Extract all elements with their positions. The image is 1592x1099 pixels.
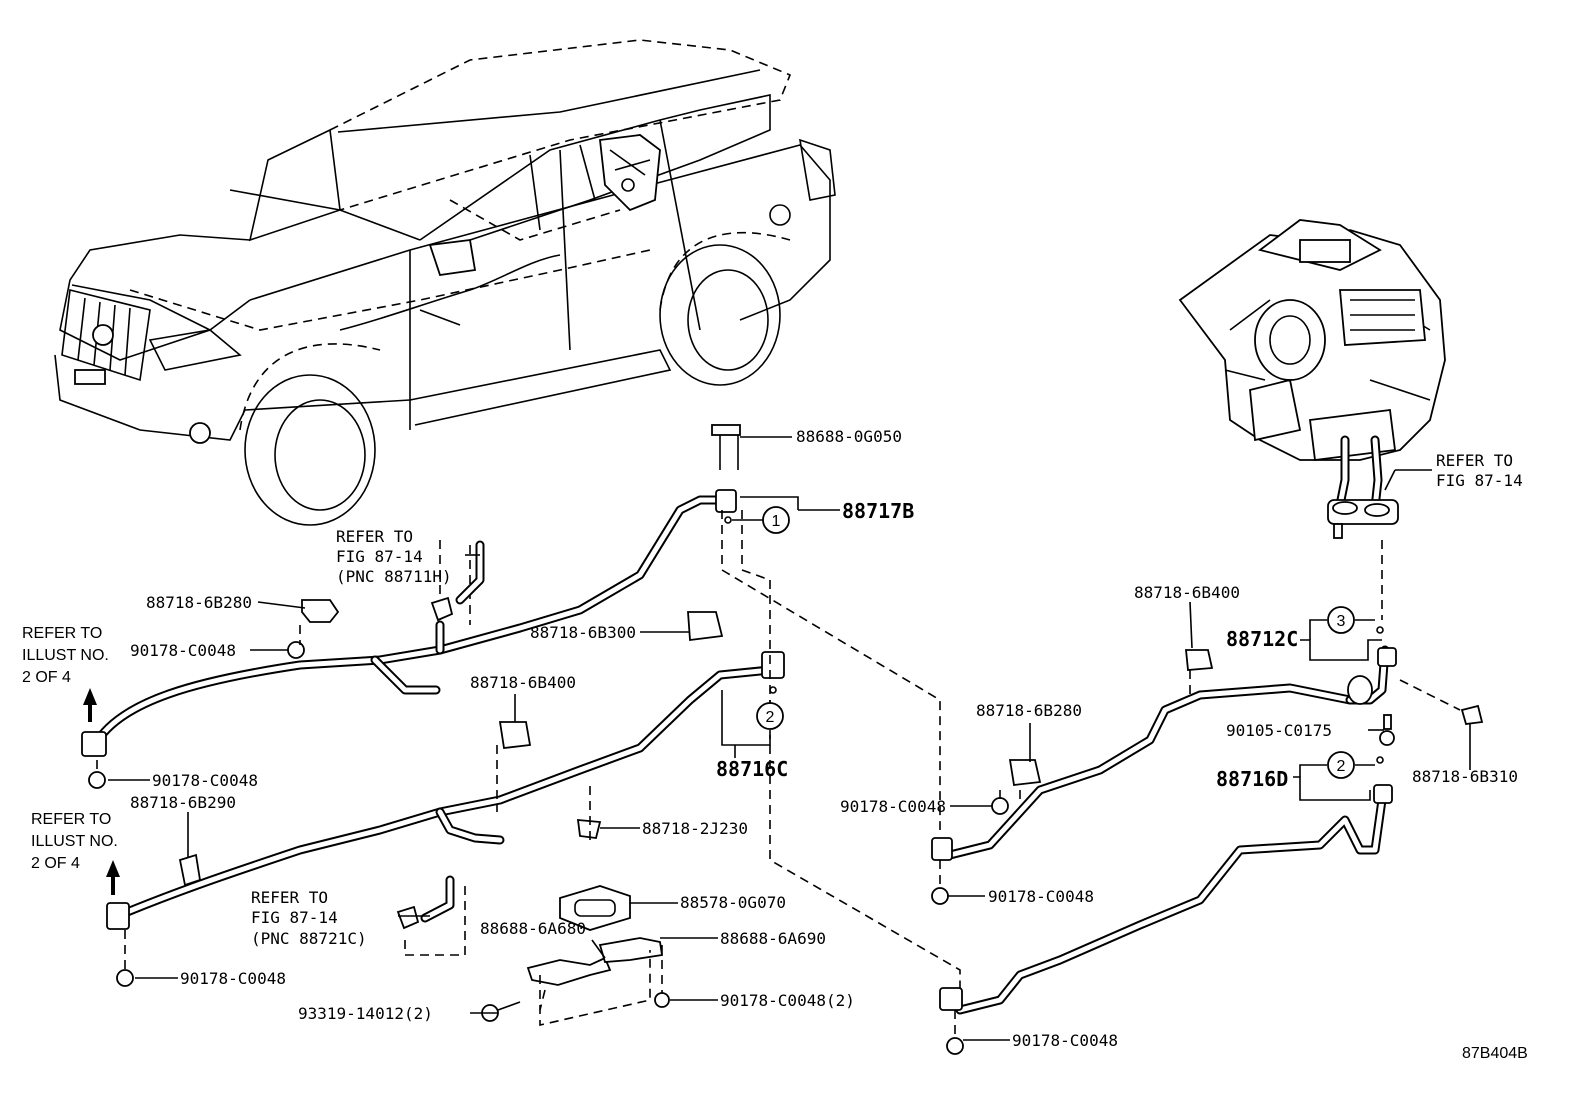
part-label: 90178-C0048 [152,771,258,790]
part-label: 88578-0G070 [680,893,786,912]
refer-illust-top: REFER TO ILLUST NO. 2 OF 4 [22,625,109,686]
part-label: 88716D [1216,767,1288,791]
part-label: 90178-C0048 [130,641,236,660]
refer-line: REFER TO [336,527,413,546]
callout-2a: 2 [756,702,784,730]
part-label: 90178-C0048 [988,887,1094,906]
refer-line: (PNC 88711H) [336,567,452,586]
figure-id: 87B404B [1462,1045,1528,1062]
refer-line: FIG 87-14 [1436,471,1523,490]
refer-line: FIG 87-14 [251,908,338,927]
refer-illust-bottom: REFER TO ILLUST NO. 2 OF 4 [31,811,118,872]
leader-lines [108,436,1471,1041]
pipe-88716D [955,795,1387,1015]
part-label: 88718-6B300 [530,623,636,642]
refer-line: (PNC 88721C) [251,929,367,948]
part-label: 90105-C0175 [1226,721,1332,740]
pipe-88717B [90,495,727,750]
part-label: 88688-6A690 [720,929,826,948]
callout-2b: 2 [1327,751,1355,779]
refer-fig-bottom: REFER TO FIG 87-14 (PNC 88721C) [251,888,367,948]
refer-line: FIG 87-14 [336,547,423,566]
callout-3-label: 3 [1337,613,1346,630]
refer-line: ILLUST NO. [22,647,109,664]
part-label: 88718-2J230 [642,819,748,838]
part-label: 88718-6B290 [130,793,236,812]
connectors [81,489,1397,1011]
part-label: 90178-C0048 [840,797,946,816]
callout-3: 3 [1327,606,1355,634]
clamps [178,599,1484,986]
part-label: 88688-6A680 [480,919,586,938]
callout-1: 1 [762,506,790,534]
refer-line: REFER TO [251,888,328,907]
part-label: 90178-C0048 [180,969,286,988]
refer-line: REFER TO [31,811,111,828]
pipe-88712C [945,645,1390,860]
refer-pipe-stubs [396,540,485,930]
part-label: 93319-14012(2) [298,1004,433,1023]
part-label: 88712C [1226,627,1298,651]
arrows [83,688,120,895]
part-label: 90178-C0048(2) [720,991,855,1010]
part-label: 88718-6B310 [1412,767,1518,786]
refer-line: ILLUST NO. [31,833,118,850]
refer-fig-right: REFER TO FIG 87-14 [1436,451,1523,490]
refer-fig-left: REFER TO FIG 87-14 (PNC 88711H) [336,527,452,586]
part-label: 88688-0G050 [796,427,902,446]
part-label: 88716C [716,757,788,781]
part-label: 88718-6B400 [1134,583,1240,602]
part-labels: 88688-0G050 88717B 88718-6B280 90178-C00… [130,427,1518,1050]
pipe-88716C [115,665,775,920]
part-label: 90178-C0048 [1012,1031,1118,1050]
refer-line: 2 OF 4 [31,855,80,872]
refer-line: REFER TO [1436,451,1513,470]
part-label: 88718-6B280 [146,593,252,612]
refer-line: 2 OF 4 [22,669,71,686]
part-label: 88718-6B280 [976,701,1082,720]
callout-1-label: 1 [772,513,781,530]
callout-2b-label: 2 [1337,758,1346,775]
part-label: 88718-6B400 [470,673,576,692]
vehicle-illustration [54,39,836,526]
callout-2a-label: 2 [766,709,775,726]
part-label: 88717B [842,499,914,523]
refer-line: REFER TO [22,625,102,642]
heater-unit-illustration [1178,219,1446,539]
